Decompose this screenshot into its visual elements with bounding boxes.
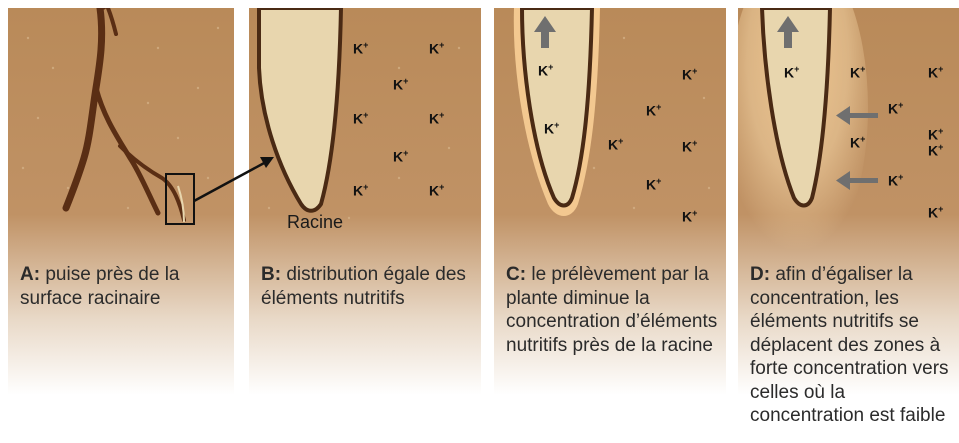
ion-k: K+	[393, 76, 408, 93]
caption-b-text: distribution égale des éléments nutritif…	[261, 264, 466, 309]
panel-a: A: puise près de la surface racinaire	[8, 8, 234, 438]
ion-k: K+	[646, 176, 661, 193]
ion-k: K+	[928, 64, 943, 81]
panel-b: Racine B: distribution égale des élément…	[249, 8, 481, 438]
ion-k: K+	[888, 100, 903, 117]
caption-b: B: distribution égale des éléments nutri…	[261, 263, 475, 310]
caption-a: A: puise près de la surface racinaire	[20, 263, 228, 310]
caption-d-letter: D:	[750, 264, 770, 285]
ion-k: K+	[850, 64, 865, 81]
ion-k: K+	[682, 208, 697, 225]
ion-k: K+	[429, 182, 444, 199]
caption-d-text: afin d’égaliser la concentration, les él…	[750, 264, 949, 426]
panel-b-soil	[249, 8, 481, 438]
ion-k: K+	[353, 40, 368, 57]
ion-k: K+	[538, 62, 553, 79]
ion-k: K+	[646, 102, 661, 119]
ion-k: K+	[850, 134, 865, 151]
caption-b-letter: B:	[261, 264, 281, 285]
ion-k: K+	[682, 66, 697, 83]
ion-k: K+	[353, 182, 368, 199]
ion-k: K+	[544, 120, 559, 137]
ion-k: K+	[928, 204, 943, 221]
caption-a-letter: A:	[20, 264, 40, 285]
ion-k: K+	[353, 110, 368, 127]
ion-k: K+	[888, 172, 903, 189]
panel-a-soil	[8, 8, 234, 438]
root-label: Racine	[287, 212, 343, 233]
ion-k: K+	[682, 138, 697, 155]
ion-k: K+	[429, 110, 444, 127]
panel-c: C: le prélèvement par la plante diminue …	[494, 8, 726, 438]
caption-c-text: le prélèvement par la plante diminue la …	[506, 264, 717, 356]
ion-k: K+	[784, 64, 799, 81]
caption-d: D: afin d’égaliser la concentration, les…	[750, 263, 953, 428]
caption-a-text: puise près de la surface racinaire	[20, 264, 180, 309]
ion-k: K+	[393, 148, 408, 165]
ion-k: K+	[928, 126, 943, 143]
ion-k: K+	[429, 40, 444, 57]
ion-k: K+	[608, 136, 623, 153]
caption-c: C: le prélèvement par la plante diminue …	[506, 263, 720, 357]
panel-d: D: afin d’égaliser la concentration, les…	[738, 8, 959, 438]
ion-k: K+	[928, 142, 943, 159]
caption-c-letter: C:	[506, 264, 526, 285]
